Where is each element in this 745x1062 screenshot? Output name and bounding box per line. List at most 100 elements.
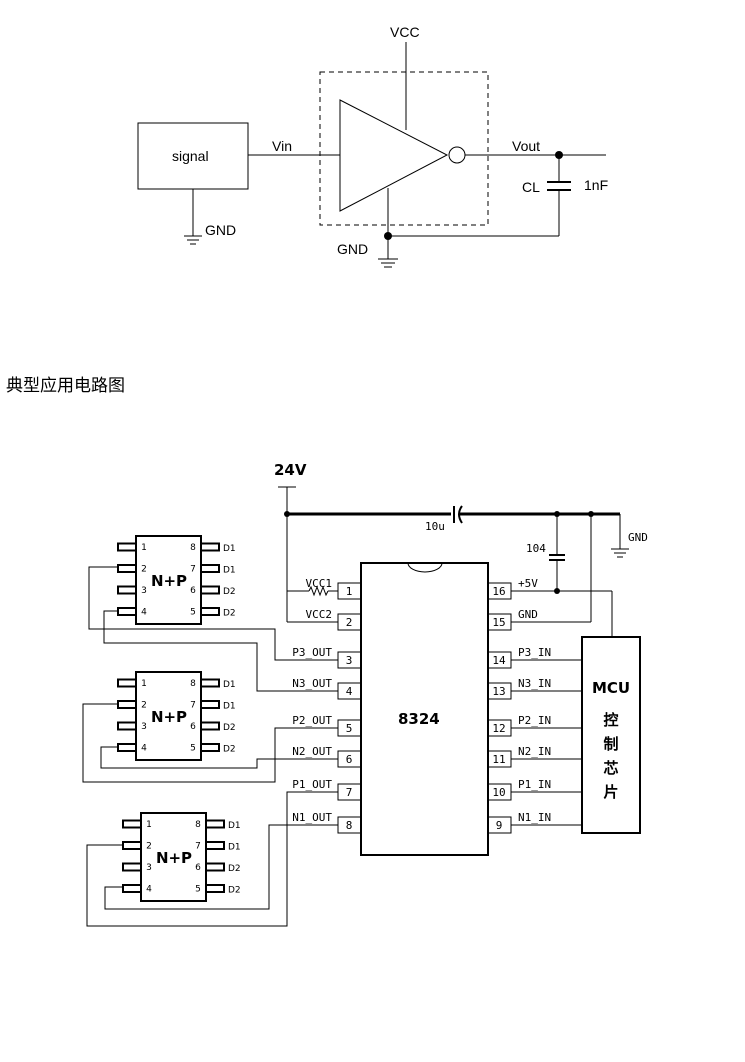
pin-name: P1_IN [518, 778, 551, 791]
mosfet-drain-label: D2 [223, 587, 236, 597]
gnd-signal-label: GND [205, 222, 236, 238]
mosfet-label: N+P [151, 708, 187, 726]
chip-pin-6: 6 N2_OUT [292, 745, 362, 768]
pin-number: 9 [496, 819, 503, 832]
cl-label: CL [522, 179, 540, 195]
pin-name: VCC1 [306, 577, 333, 590]
chip-pin-10: 10 P1_IN [487, 778, 582, 801]
pin-number: 15 [492, 616, 505, 629]
mosfet-pin-number: 7 [190, 565, 196, 575]
pin-number: 2 [346, 616, 353, 629]
mcu-char: 制 [603, 735, 618, 753]
cap-104-label: 104 [526, 542, 546, 555]
supply-label: 24V [274, 461, 307, 479]
mosfet-drain-label: D1 [228, 821, 241, 831]
mosfet-pin-number: 6 [195, 863, 201, 873]
vin-label: Vin [272, 138, 292, 154]
pin-number: 12 [492, 722, 505, 735]
mosfet-label: N+P [156, 849, 192, 867]
chip-pin-14: 14 P3_IN [487, 646, 582, 669]
application-circuit: 24V 10u GND 104 8324 [82, 461, 648, 927]
chip-pin-9: 9 N1_IN [487, 811, 582, 834]
mosfet-pin-number: 8 [190, 543, 196, 553]
pin-number: 4 [346, 685, 353, 698]
pin-name: N2_IN [518, 745, 551, 758]
mosfet-pin-number: 7 [195, 842, 201, 852]
vout-label: Vout [512, 138, 540, 154]
mosfet-drain-label: D1 [223, 544, 236, 554]
pin-name: P3_OUT [292, 646, 332, 659]
section-title: 典型应用电路图 [6, 376, 125, 396]
pin-number: 14 [492, 654, 506, 667]
mosfet-drain-label: D2 [223, 609, 236, 619]
pin-name: N3_OUT [292, 677, 332, 690]
gate-wiring [82, 566, 338, 927]
chip-pin-2: 2 VCC2 [306, 608, 362, 631]
pin-name: P3_IN [518, 646, 551, 659]
mosfet-pin-number: 4 [146, 885, 152, 895]
mosfet-drain-label: D1 [223, 566, 236, 576]
cap-10u-label: 10u [425, 520, 445, 533]
chip-pin-3: 3 P3_OUT [292, 646, 362, 669]
mosfet-drain-label: D2 [223, 723, 236, 733]
pin-name: N2_OUT [292, 745, 332, 758]
pin-name: VCC2 [306, 608, 333, 621]
mosfet-drain-label: D1 [223, 680, 236, 690]
mosfet-pin-number: 5 [190, 608, 196, 618]
cap-value-label: 1nF [584, 177, 608, 193]
pin-number: 7 [346, 786, 353, 799]
gnd-label: GND [337, 241, 368, 257]
mosfet-pin-number: 7 [190, 701, 196, 711]
mosfet-pin-number: 6 [190, 722, 196, 732]
chip-pin-12: 12 P2_IN [487, 714, 582, 737]
pin-number: 3 [346, 654, 353, 667]
mosfet-pin-number: 1 [146, 820, 152, 830]
mosfet-pin-number: 1 [141, 679, 147, 689]
mosfet-drain-label: D1 [223, 702, 236, 712]
mcu-char: 控 [603, 711, 618, 729]
chip-pin-4: 4 N3_OUT [292, 677, 362, 700]
pin-name: N1_OUT [292, 811, 332, 824]
mosfet-pin-number: 1 [141, 543, 147, 553]
pin-name: P2_OUT [292, 714, 332, 727]
mcu-char: 片 [603, 783, 618, 801]
mosfet-pin-number: 4 [141, 608, 147, 618]
mosfet-drain-label: D1 [228, 843, 241, 853]
driver-chip-8324 [360, 562, 489, 856]
chip-pin-7: 7 P1_OUT [292, 778, 362, 801]
mosfet-pin-number: 8 [190, 679, 196, 689]
pin-name: N3_IN [518, 677, 551, 690]
pin-name: P1_OUT [292, 778, 332, 791]
gnd-symbol-label: GND [628, 531, 648, 544]
driver-dashed-box [319, 71, 489, 226]
inverter-schematic: signal GND Vin VCC Vout CL 1nF [137, 24, 608, 268]
mosfet-pin-number: 4 [141, 744, 147, 754]
inverter-symbol [339, 99, 449, 212]
mosfet-drain-label: D2 [228, 864, 241, 874]
mosfet-pin-number: 3 [141, 722, 147, 732]
chip-pin-8: 8N1_OUT [292, 811, 362, 834]
mosfet-pin-number: 3 [146, 863, 152, 873]
mosfet-drain-label: D2 [228, 886, 241, 896]
vcc-label: VCC [390, 24, 420, 40]
pin-number: 10 [492, 786, 505, 799]
chip-pin-5: 5P2_OUT [292, 714, 362, 737]
mosfet-pin-number: 2 [141, 565, 147, 575]
mosfet-pin-number: 2 [141, 701, 147, 711]
signal-label: signal [172, 148, 209, 164]
mosfet-label: N+P [151, 572, 187, 590]
pin-name: +5V [518, 577, 538, 590]
pin-number: 6 [346, 753, 353, 766]
pin-name: N1_IN [518, 811, 551, 824]
mosfet-pin-number: 3 [141, 586, 147, 596]
pin-name: P2_IN [518, 714, 551, 727]
mosfet-drain-label: D2 [223, 745, 236, 755]
